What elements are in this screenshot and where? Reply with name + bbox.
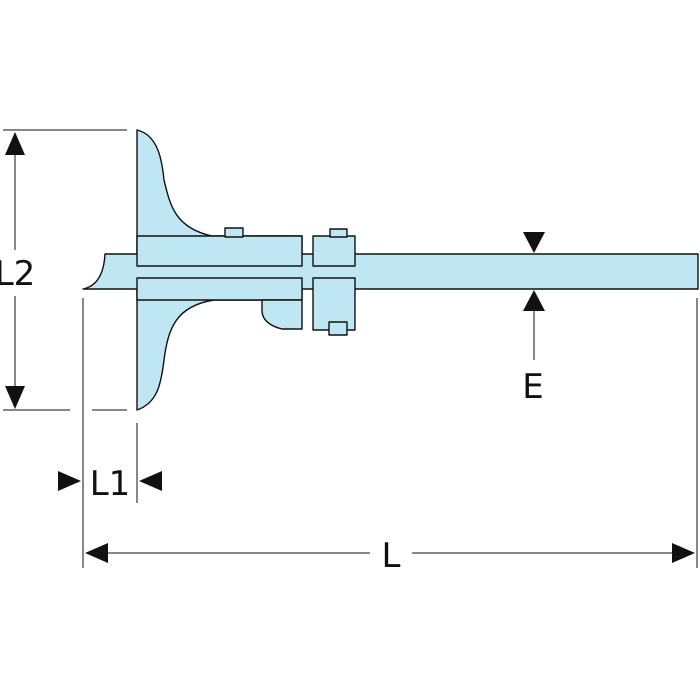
depth-gauge — [82, 129, 699, 411]
l-label: L — [382, 536, 401, 576]
e-arrow-up — [523, 290, 545, 311]
lock-slider-upper — [312, 235, 356, 267]
l2-arrow-up — [5, 132, 25, 155]
l1-arrow-right — [58, 471, 81, 491]
l-arrow-right — [672, 543, 695, 563]
l-arrow-left — [85, 543, 108, 563]
base-knob — [224, 227, 244, 238]
dimension-l2: L2 — [0, 132, 35, 409]
lock-screw — [328, 321, 348, 336]
base-block-lower — [136, 277, 303, 301]
e-label: E — [522, 367, 543, 407]
base-step — [261, 299, 303, 330]
lock-knob-top — [329, 228, 348, 238]
dimension-l1: L1 — [58, 464, 162, 504]
base-block-upper — [136, 235, 303, 267]
e-arrow-down — [523, 232, 545, 253]
base-lower-flare — [136, 277, 303, 411]
extension-lines — [3, 129, 698, 568]
l1-label: L1 — [90, 464, 131, 504]
l2-label: L2 — [0, 254, 35, 294]
l1-arrow-left — [139, 471, 162, 491]
dimension-l: L — [85, 536, 695, 576]
dimension-e: E — [522, 232, 545, 407]
l2-arrow-down — [5, 386, 25, 409]
